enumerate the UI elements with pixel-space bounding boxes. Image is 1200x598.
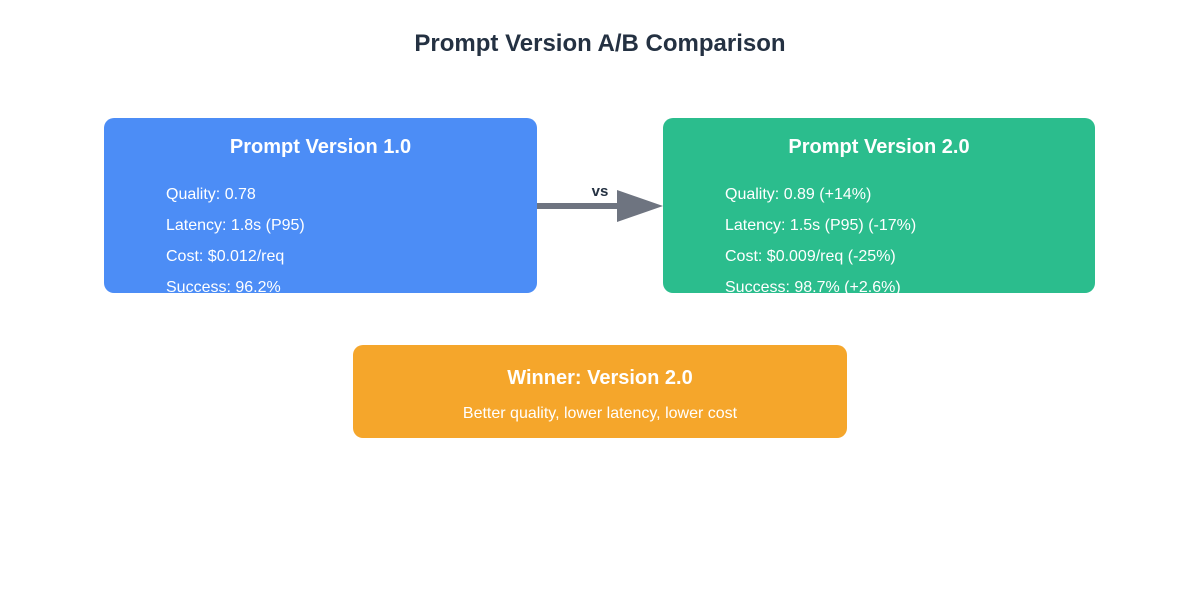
version2-title: Prompt Version 2.0: [788, 136, 970, 158]
vs-edge-label: vs: [591, 183, 609, 200]
version1-metric-success: Success: 96.2%: [166, 279, 281, 293]
version1-metrics: Quality: 0.78 Latency: 1.8s (P95) Cost: …: [166, 179, 537, 293]
version1-title: Prompt Version 1.0: [229, 136, 412, 158]
vs-arrow-icon: [537, 190, 663, 222]
winner-subtitle: Better quality, lower latency, lower cos…: [462, 405, 738, 422]
version1-card: Prompt Version 1.0 Quality: 0.78 Latency…: [104, 118, 537, 293]
version2-metric-quality: Quality: 0.89 (+14%): [725, 186, 872, 203]
winner-card: Winner: Version 2.0 Better quality, lowe…: [353, 345, 847, 438]
version1-metric-cost: Cost: $0.012/req: [166, 248, 285, 265]
version2-card: Prompt Version 2.0 Quality: 0.89 (+14%) …: [663, 118, 1095, 293]
version2-metrics: Quality: 0.89 (+14%) Latency: 1.5s (P95)…: [725, 179, 1095, 293]
version2-metric-cost: Cost: $0.009/req (-25%): [725, 248, 896, 265]
diagram-title: Prompt Version A/B Comparison: [414, 30, 786, 57]
version1-metric-quality: Quality: 0.78: [166, 186, 256, 203]
winner-title: Winner: Version 2.0: [507, 367, 693, 389]
version2-metric-success: Success: 98.7% (+2.6%): [725, 279, 901, 293]
version2-metric-latency: Latency: 1.5s (P95) (-17%): [725, 217, 917, 234]
version1-metric-latency: Latency: 1.8s (P95): [166, 217, 305, 234]
